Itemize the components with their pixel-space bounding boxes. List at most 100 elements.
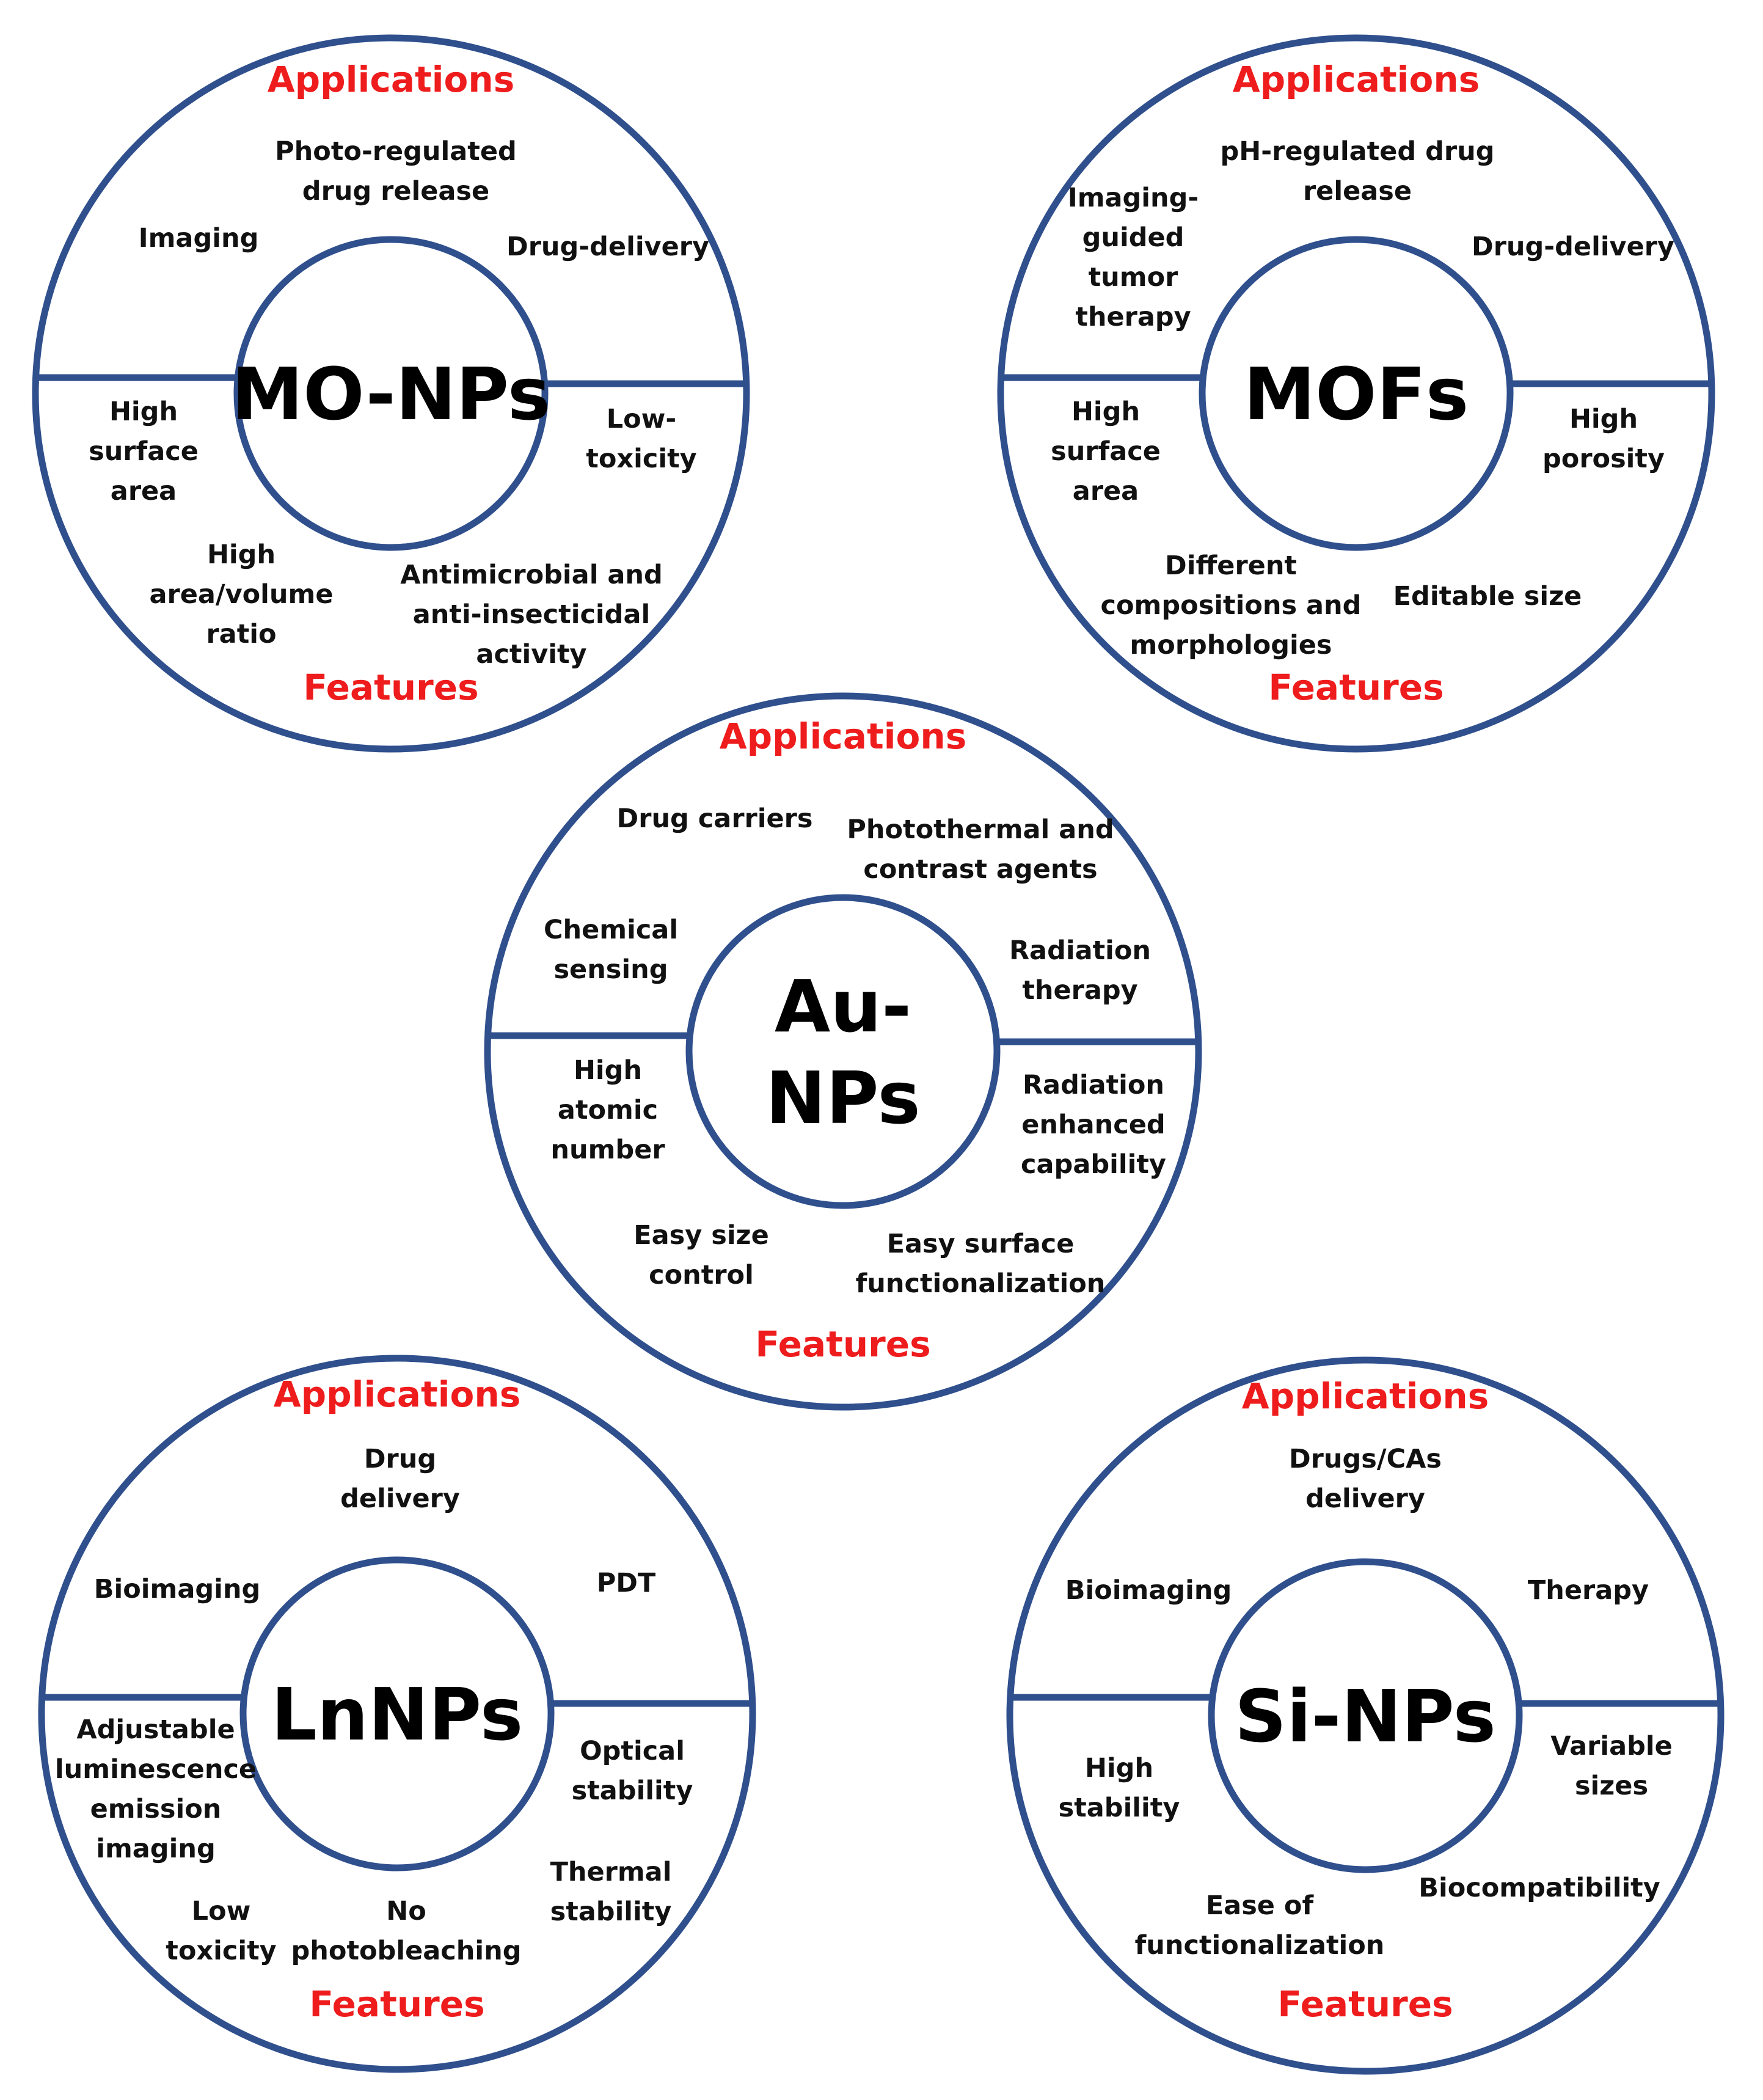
outer-ring: [484, 692, 1202, 1411]
feature-label: capability: [1021, 1149, 1166, 1180]
feature-label: imaging: [96, 1834, 215, 1864]
feature-label: compositions and: [1101, 590, 1362, 621]
feature-label: surface: [89, 436, 199, 467]
feature-label: Thermal: [550, 1857, 672, 1887]
inner-ring: [239, 1556, 555, 1871]
application-label: Drugs/CAs: [1289, 1444, 1442, 1474]
center-label: Si-NPs: [1235, 1674, 1496, 1758]
feature-label: functionalization: [856, 1268, 1106, 1299]
feature-label: photobleaching: [291, 1936, 522, 1966]
feature-label: area: [1073, 476, 1139, 507]
center-label: Au-: [775, 964, 911, 1048]
application-label: Photo-regulated: [275, 136, 517, 167]
application-label: tumor: [1089, 262, 1179, 293]
application-label: Drug-delivery: [1472, 232, 1674, 262]
application-label: Photothermal and: [847, 814, 1114, 845]
application-label: PDT: [597, 1568, 656, 1598]
application-label: therapy: [1022, 975, 1137, 1006]
feature-label: functionalization: [1135, 1930, 1385, 1961]
feature-label: control: [649, 1260, 754, 1290]
feature-label: porosity: [1542, 444, 1665, 474]
feature-label: toxicity: [166, 1936, 276, 1966]
feature-label: No: [386, 1896, 426, 1926]
application-label: Bioimaging: [94, 1574, 261, 1604]
application-label: delivery: [1305, 1484, 1425, 1514]
application-label: Imaging-: [1068, 183, 1199, 213]
inner-ring: [1199, 236, 1514, 551]
application-label: Imaging: [139, 223, 259, 254]
feature-label: surface: [1051, 436, 1161, 467]
features-heading: Features: [303, 667, 478, 708]
feature-label: Low-: [607, 404, 677, 434]
application-label: therapy: [1075, 302, 1191, 332]
feature-label: Low: [192, 1896, 251, 1926]
feature-label: High: [1569, 404, 1638, 434]
applications-heading: Applications: [720, 715, 966, 757]
feature-label: Easy size: [633, 1220, 769, 1251]
feature-label: Adjustable: [76, 1714, 235, 1745]
feature-label: Radiation: [1023, 1070, 1164, 1100]
feature-label: High: [1085, 1753, 1153, 1784]
feature-label: Easy surface: [887, 1229, 1075, 1259]
feature-label: toxicity: [586, 444, 696, 474]
outer-ring: [997, 34, 1715, 753]
application-label: Radiation: [1009, 935, 1151, 966]
feature-label: High: [109, 397, 178, 427]
feature-label: area/volume: [150, 579, 334, 610]
features-heading: Features: [755, 1323, 930, 1365]
feature-label: area: [111, 476, 177, 507]
application-label: release: [1303, 176, 1412, 207]
feature-label: emission: [90, 1794, 222, 1824]
application-label: Chemical: [544, 915, 678, 945]
feature-label: luminescence: [55, 1754, 257, 1785]
feature-label: Biocompatibility: [1418, 1873, 1660, 1903]
application-label: Bioimaging: [1065, 1575, 1232, 1606]
feature-label: activity: [476, 639, 586, 670]
feature-label: Antimicrobial and: [400, 560, 663, 590]
applications-heading: Applications: [268, 59, 514, 100]
application-label: Drug: [364, 1444, 436, 1474]
feature-label: Ease of: [1206, 1890, 1315, 1921]
application-label: Drug carriers: [617, 803, 813, 834]
feature-label: stability: [550, 1897, 672, 1927]
outer-ring: [38, 1355, 756, 2073]
outer-ring: [1006, 1356, 1725, 2075]
feature-label: sizes: [1575, 1771, 1648, 1801]
inner-ring: [685, 894, 1001, 1209]
application-label: Therapy: [1528, 1575, 1649, 1606]
application-label: delivery: [340, 1484, 460, 1514]
application-label: guided: [1082, 222, 1184, 253]
center-label: MOFs: [1244, 352, 1469, 436]
inner-ring: [233, 236, 549, 551]
inner-ring: [1208, 1558, 1523, 1873]
feature-label: Variable: [1550, 1731, 1673, 1762]
features-heading: Features: [1268, 667, 1444, 708]
features-heading: Features: [309, 1983, 484, 2025]
feature-label: anti-insecticidal: [413, 599, 650, 630]
applications-heading: Applications: [274, 1374, 520, 1415]
outer-ring: [32, 34, 750, 753]
feature-label: High: [1071, 397, 1140, 427]
features-heading: Features: [1277, 1983, 1453, 2025]
center-label: LnNPs: [271, 1672, 524, 1757]
feature-label: Optical: [580, 1736, 685, 1766]
feature-label: stability: [572, 1776, 693, 1806]
applications-heading: Applications: [1242, 1375, 1489, 1417]
feature-label: enhanced: [1021, 1110, 1165, 1140]
feature-label: ratio: [206, 619, 276, 649]
applications-heading: Applications: [1233, 59, 1480, 100]
center-label: MO-NPs: [232, 352, 550, 436]
center-label: NPs: [765, 1056, 920, 1140]
application-label: contrast agents: [863, 854, 1097, 885]
application-label: sensing: [553, 954, 668, 985]
feature-label: number: [550, 1135, 665, 1165]
application-label: Drug-delivery: [506, 232, 709, 262]
feature-label: stability: [1059, 1793, 1180, 1823]
feature-label: Editable size: [1393, 581, 1582, 612]
